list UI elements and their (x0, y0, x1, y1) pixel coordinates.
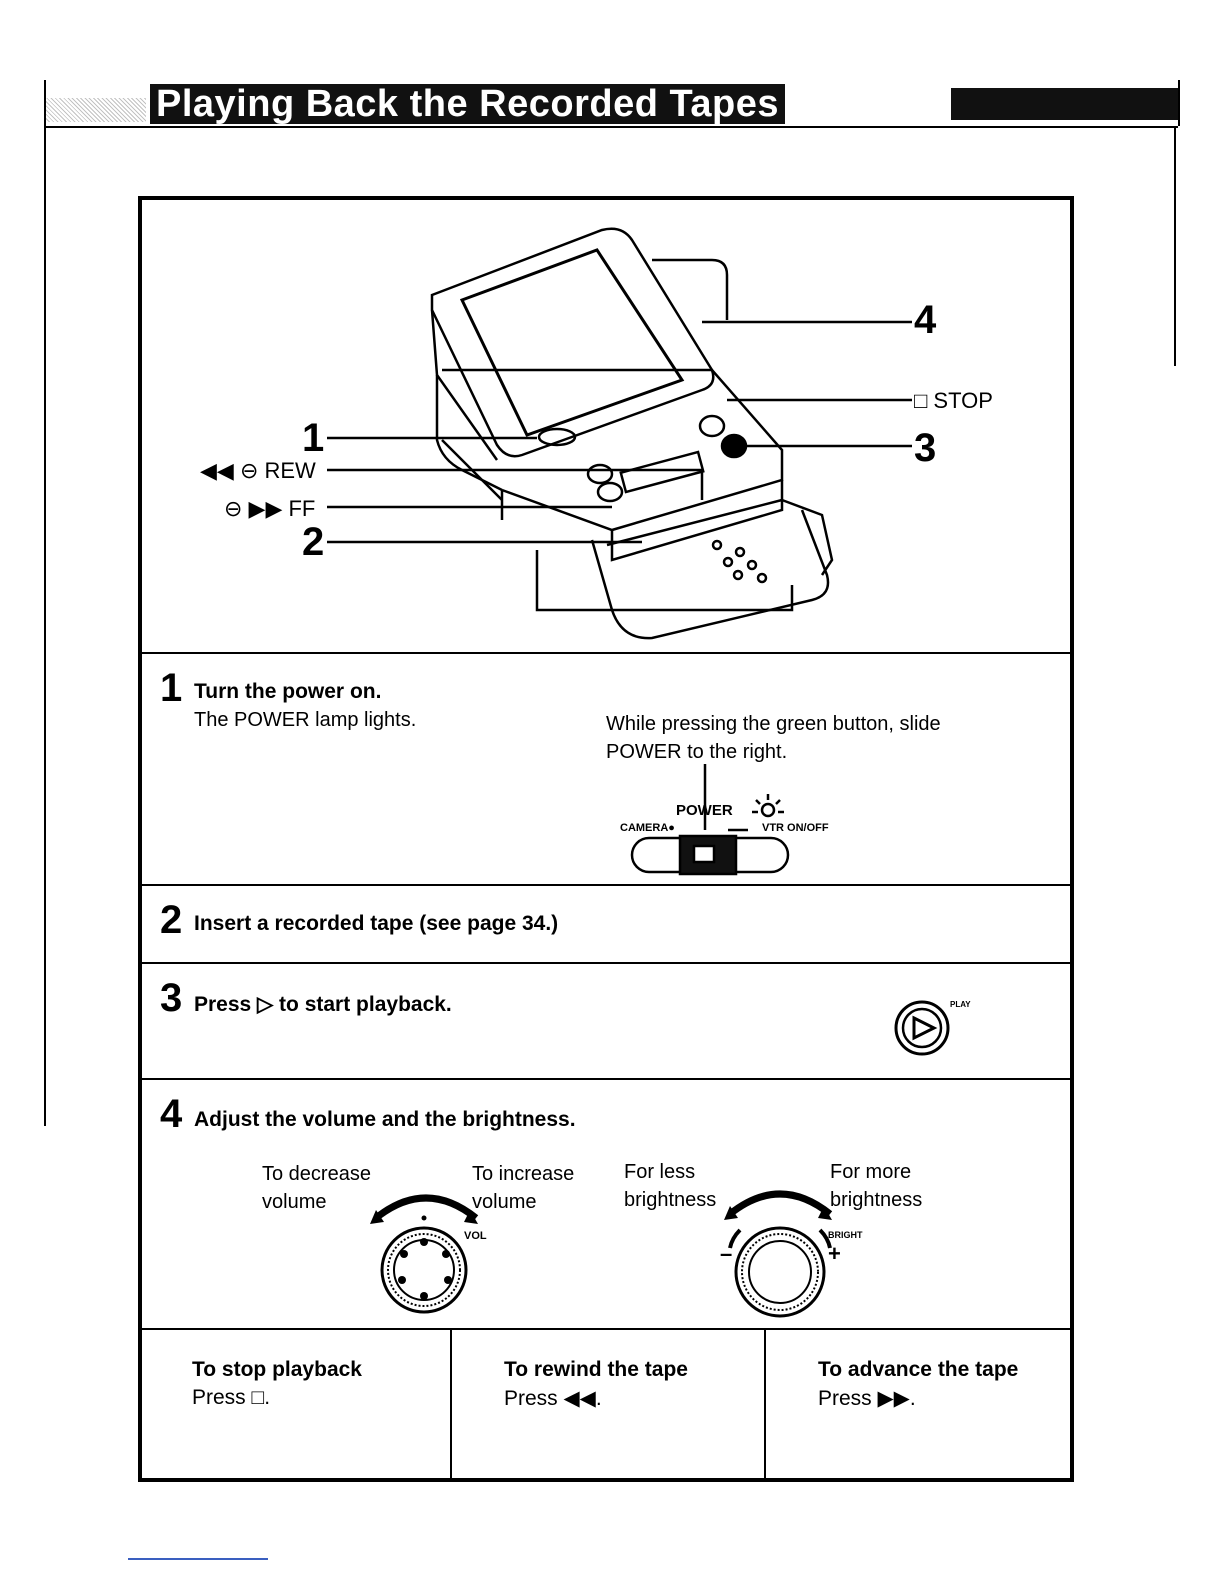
step1-number: 1 (160, 666, 183, 710)
step2-title: Insert a recorded tape (see page 34.) (194, 912, 559, 935)
vol-increase-line1: To increase (472, 1163, 575, 1185)
callout-4: 4 (914, 298, 937, 342)
divider-step1 (142, 884, 1070, 886)
vol-decrease-line1: To decrease (262, 1163, 371, 1185)
step2-number: 2 (160, 898, 183, 942)
volume-knob-icon (370, 1194, 479, 1314)
ff-label: ⊖ ▶▶ FF (224, 496, 316, 521)
bright-knob-label: BRIGHT (828, 1230, 863, 1240)
stop-playback-press: Press □. (192, 1386, 271, 1409)
step1-text: The POWER lamp lights. (194, 709, 417, 731)
header-fill (951, 88, 1178, 120)
callout-3: 3 (914, 426, 937, 470)
step3-title: Press ▷ to start playback. (194, 993, 452, 1016)
advance-tape-title: To advance the tape (818, 1358, 1019, 1381)
callout-1: 1 (302, 416, 325, 460)
bottom-divider-2 (764, 1330, 766, 1478)
bottom-divider-1 (450, 1330, 452, 1478)
stop-playback-cell: To stop playback Press □. (142, 1330, 450, 1478)
play-button-icon (894, 1000, 950, 1056)
step1-instruction-line2: POWER to the right. (606, 741, 788, 763)
callout-2: 2 (302, 520, 325, 564)
brightness-knob-icon (724, 1190, 833, 1318)
stop-label: □ STOP (914, 388, 993, 413)
bright-more-line2: brightness (830, 1189, 923, 1211)
device-figure: 1 2 3 4 ◀◀ ⊖ REW ⊖ ▶▶ FF □ STOP (142, 200, 1070, 652)
power-switch-diagram (630, 764, 790, 876)
vol-increase-line2: volume (472, 1191, 537, 1213)
bright-less-line1: For less (624, 1161, 696, 1183)
divider-step2 (142, 962, 1070, 964)
bright-less-line2: brightness (624, 1189, 717, 1211)
play-label: PLAY (950, 1000, 971, 1009)
advance-tape-press: Press ▶▶. (818, 1387, 916, 1410)
advance-tape-cell: To advance the tape Press ▶▶. (768, 1330, 1070, 1478)
power-switch-label: POWER (676, 802, 733, 819)
step1-instruction-line1: While pressing the green button, slide (606, 713, 941, 735)
vtr-label: VTR ON/OFF (762, 822, 829, 834)
rew-label: ◀◀ ⊖ REW (200, 458, 316, 483)
page-footer-rule (128, 1558, 268, 1560)
bright-minus: – (720, 1241, 733, 1266)
step4-title: Adjust the volume and the brightness. (194, 1108, 576, 1131)
header-dither (46, 98, 146, 122)
instruction-frame (138, 196, 1074, 1482)
rewind-tape-title: To rewind the tape (504, 1358, 688, 1381)
page-title: Playing Back the Recorded Tapes (150, 84, 785, 124)
vol-decrease-line2: volume (262, 1191, 327, 1213)
header-bar (44, 80, 1180, 128)
device-illustration (327, 227, 912, 640)
camera-label: CAMERA● (620, 822, 675, 834)
rewind-tape-cell: To rewind the tape Press ◀◀. (454, 1330, 764, 1478)
stop-playback-title: To stop playback (192, 1358, 362, 1381)
step1-title: Turn the power on. (194, 680, 382, 703)
divider-figure (142, 652, 1070, 654)
divider-step3 (142, 1078, 1070, 1080)
header-rule (46, 126, 1178, 128)
divider-step4 (142, 1328, 1070, 1330)
vol-knob-label: VOL (464, 1230, 487, 1242)
step3-number: 3 (160, 976, 183, 1020)
bright-more-line1: For more (830, 1161, 912, 1183)
bright-plus: + (828, 1241, 841, 1266)
step4-number: 4 (160, 1092, 183, 1136)
right-margin-line (1174, 126, 1176, 366)
left-margin-line (44, 126, 46, 1126)
rewind-tape-press: Press ◀◀. (504, 1387, 602, 1410)
